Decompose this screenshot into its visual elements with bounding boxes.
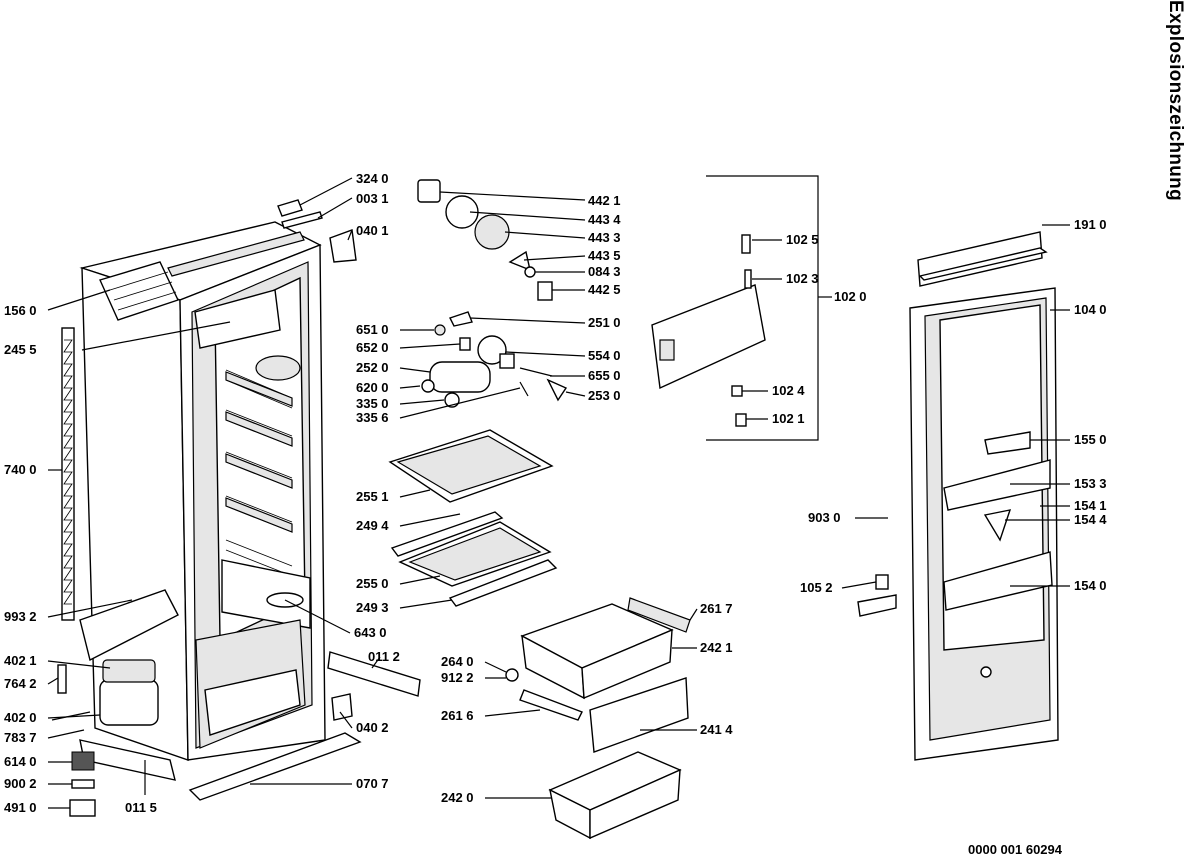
part-label: 764 2: [4, 676, 37, 691]
part-label: 912 2: [441, 670, 474, 685]
part-label: 652 0: [356, 340, 389, 355]
part-label: 903 0: [808, 510, 841, 525]
part-label: 993 2: [4, 609, 37, 624]
part-label: 040 2: [356, 720, 389, 735]
part-label: 324 0: [356, 171, 389, 186]
part-label: 255 0: [356, 576, 389, 591]
part-label: 102 3: [786, 271, 819, 286]
part-label: 011 2: [368, 649, 400, 664]
part-label: 255 1: [356, 489, 389, 504]
part-label: 003 1: [356, 191, 389, 206]
part-label: 070 7: [356, 776, 389, 791]
part-label: 155 0: [1074, 432, 1107, 447]
diagram-title: Explosionszeichnung: [1165, 0, 1186, 201]
part-label: 402 1: [4, 653, 37, 668]
part-label: 261 7: [700, 601, 733, 616]
part-label: 102 4: [772, 383, 805, 398]
top-brackets: [277, 199, 357, 263]
part-label: 443 5: [588, 248, 621, 263]
part-label: 620 0: [356, 380, 389, 395]
part-label: 443 3: [588, 230, 621, 245]
part-label: 443 4: [588, 212, 621, 227]
part-label: 040 1: [356, 223, 389, 238]
part-label: 102 1: [772, 411, 805, 426]
part-label: 011 5: [125, 800, 157, 815]
thermostat-group: [417, 179, 568, 408]
part-label: 783 7: [4, 730, 37, 745]
ice-tray-part: [99, 261, 179, 321]
part-label: 102 5: [786, 232, 819, 247]
part-label: 105 2: [800, 580, 833, 595]
part-label: 651 0: [356, 322, 389, 337]
part-label: 154 1: [1074, 498, 1107, 513]
part-label: 442 5: [588, 282, 621, 297]
side-gasket-part: [61, 327, 75, 621]
part-labels: 324 0 003 1 040 1 156 0 245 5 740 0 993 …: [4, 171, 1107, 815]
part-label: 251 0: [588, 315, 621, 330]
part-label: 335 0: [356, 396, 389, 411]
crisper-drawers: [505, 597, 691, 840]
part-label: 242 1: [700, 640, 733, 655]
part-label: 245 5: [4, 342, 37, 357]
part-label: 249 4: [356, 518, 389, 533]
compressor-part: [51, 589, 179, 817]
part-label: 156 0: [4, 303, 37, 318]
part-label: 154 0: [1074, 578, 1107, 593]
part-label: 154 4: [1074, 512, 1107, 527]
part-label: 102 0: [834, 289, 867, 304]
part-label: 402 0: [4, 710, 37, 725]
part-label: 264 0: [441, 654, 474, 669]
part-label: 554 0: [588, 348, 621, 363]
part-label: 153 3: [1074, 476, 1107, 491]
part-label: 253 0: [588, 388, 621, 403]
glass-shelves: [388, 429, 558, 607]
part-label: 241 4: [700, 722, 733, 737]
document-number: 0000 001 60294: [968, 842, 1062, 857]
part-label: 740 0: [4, 462, 37, 477]
part-label: 655 0: [588, 368, 621, 383]
part-label: 643 0: [354, 625, 387, 640]
cabinet-body: [79, 221, 326, 761]
part-label: 252 0: [356, 360, 389, 375]
part-label: 442 1: [588, 193, 621, 208]
main-door: [857, 231, 1059, 761]
part-label: 261 6: [441, 708, 474, 723]
part-label: 614 0: [4, 754, 37, 769]
part-label: 084 3: [588, 264, 621, 279]
part-label: 335 6: [356, 410, 389, 425]
part-label: 242 0: [441, 790, 474, 805]
part-label: 191 0: [1074, 217, 1107, 232]
lower-rails: [188, 651, 421, 801]
part-label: 491 0: [4, 800, 37, 815]
part-label: 249 3: [356, 600, 389, 615]
part-label: 900 2: [4, 776, 37, 791]
leader-lines: [47, 177, 1070, 809]
part-label: 104 0: [1074, 302, 1107, 317]
freezer-door-group: [651, 175, 819, 441]
